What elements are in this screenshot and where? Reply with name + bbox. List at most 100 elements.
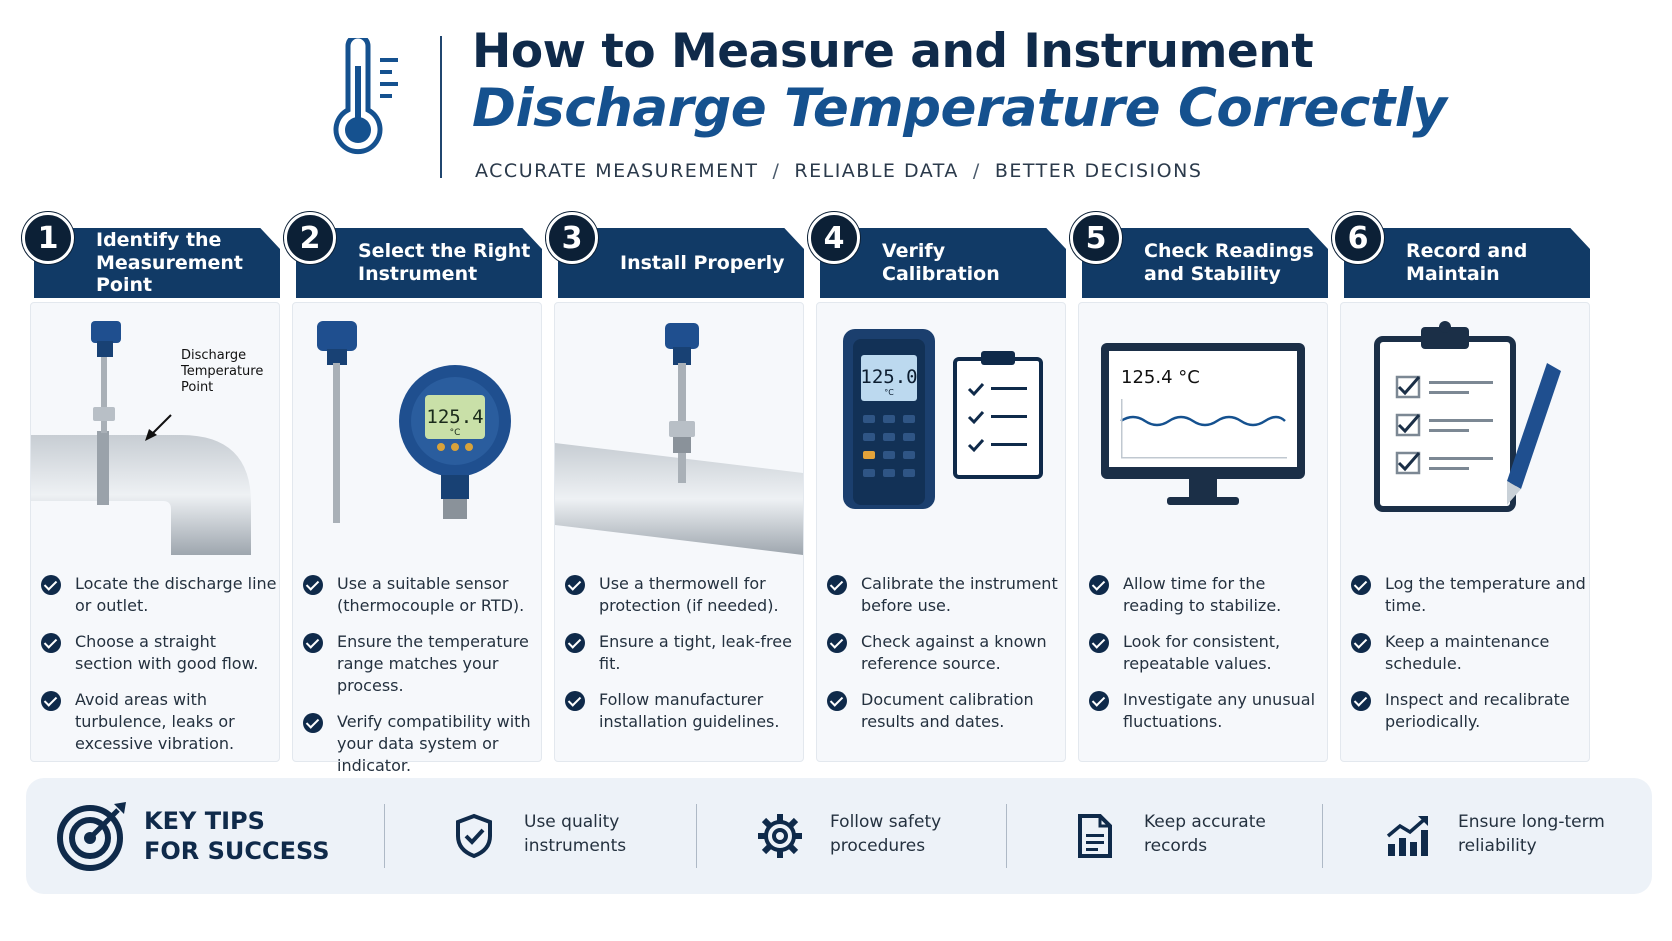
step-bullets: Use a suitable sensor (thermocouple or R…	[303, 573, 539, 791]
shield-check-icon	[456, 813, 492, 859]
tagline-item: ACCURATE MEASUREMENT	[475, 160, 759, 182]
callout-label: Discharge	[181, 348, 246, 363]
list-item: Keep a maintenance schedule.	[1351, 631, 1587, 675]
step-card-body: Use a thermowell for protection (if need…	[554, 302, 804, 762]
page-title-line2: Discharge Temperature Correctly	[472, 78, 1447, 139]
list-item: Log the temperature and time.	[1351, 573, 1587, 617]
check-icon	[303, 633, 323, 653]
tip-divider	[696, 804, 697, 868]
check-icon	[827, 691, 847, 711]
instrument-illustration: 125.4 °C	[317, 321, 511, 523]
step-title: Identify the Measurement Point	[96, 228, 243, 297]
step-header-tab	[1344, 228, 1590, 298]
step-card-4: 125.0 °C Calibrate the instrument before…	[808, 212, 1066, 762]
step-header-tab	[1082, 228, 1328, 298]
tip-divider	[1006, 804, 1007, 868]
step-number-badge: 4	[808, 212, 860, 264]
tagline-item: RELIABLE DATA	[794, 160, 959, 182]
step-card-3: Use a thermowell for protection (if need…	[546, 212, 804, 762]
step-card-2: 125.4 °C Use a suitable sensor (thermoco…	[284, 212, 542, 775]
check-icon	[565, 691, 585, 711]
document-icon	[1078, 814, 1112, 858]
page-title-line1: How to Measure and Instrument	[472, 24, 1314, 79]
list-item: Use a suitable sensor (thermocouple or R…	[303, 573, 539, 617]
steps-row: Discharge Temperature Point Locate the d…	[22, 212, 1654, 775]
step-bullets: Log the temperature and time. Keep a mai…	[1351, 573, 1587, 747]
list-item: Choose a straight section with good flow…	[41, 631, 277, 675]
tagline-item: BETTER DECISIONS	[994, 160, 1203, 182]
tip-divider	[1322, 804, 1323, 868]
list-item: Ensure a tight, leak-free fit.	[565, 631, 801, 675]
step-title: Check Readings and Stability	[1144, 240, 1314, 285]
step-header-tab	[558, 228, 804, 298]
step-header-tab	[296, 228, 542, 298]
list-item: Follow manufacturer installation guideli…	[565, 689, 801, 733]
key-tips-title: KEY TIPS FOR SUCCESS	[144, 807, 330, 865]
step-bullets: Locate the discharge line or outlet. Cho…	[41, 573, 277, 769]
step-number-badge: 1	[22, 212, 74, 264]
list-item: Use a thermowell for protection (if need…	[565, 573, 801, 617]
tagline: ACCURATE MEASUREMENT / RELIABLE DATA / BETTE…	[475, 160, 1202, 182]
step-bullets: Calibrate the instrument before use. Che…	[827, 573, 1063, 747]
check-icon	[41, 575, 61, 595]
calibrator-display-unit: °C	[884, 388, 894, 397]
step-number-badge: 6	[1332, 212, 1384, 264]
check-icon	[1089, 691, 1109, 711]
check-icon	[565, 633, 585, 653]
check-icon	[1089, 633, 1109, 653]
check-icon	[827, 575, 847, 595]
list-item: Verify compatibility with your data syst…	[303, 711, 539, 777]
check-icon	[1351, 575, 1371, 595]
list-item: Calibrate the instrument before use.	[827, 573, 1063, 617]
step-title: Record and Maintain	[1406, 240, 1528, 285]
step-bullets: Allow time for the reading to stabilize.…	[1089, 573, 1325, 747]
thermometer-icon	[333, 38, 398, 155]
target-icon	[57, 802, 126, 871]
step-header-tab	[820, 228, 1066, 298]
check-icon	[303, 713, 323, 733]
list-item: Locate the discharge line or outlet.	[41, 573, 277, 617]
growth-chart-icon	[1386, 816, 1428, 856]
step-card-body: Discharge Temperature Point Locate the d…	[30, 302, 280, 762]
list-item: Document calibration results and dates.	[827, 689, 1063, 733]
tagline-separator: /	[772, 160, 781, 182]
list-item: Inspect and recalibrate periodically.	[1351, 689, 1587, 733]
step-number-badge: 3	[546, 212, 598, 264]
step-card-body: 125.4 °C Use a suitable sensor (thermoco…	[292, 302, 542, 775]
monitor-illustration: 125.4 °C	[1101, 343, 1305, 505]
check-icon	[1351, 691, 1371, 711]
instrument-display-unit: °C	[450, 428, 461, 438]
check-icon	[303, 575, 323, 595]
tip-divider	[384, 804, 385, 868]
step-number-badge: 5	[1070, 212, 1122, 264]
calibrator-illustration: 125.0 °C	[843, 329, 1043, 509]
key-tips-bar: KEY TIPS FOR SUCCESS Use quality instrum…	[26, 778, 1652, 894]
step-header-tab	[34, 228, 280, 298]
check-icon	[41, 633, 61, 653]
list-item: Avoid areas with turbulence, leaks or ex…	[41, 689, 277, 755]
step-card-1: Discharge Temperature Point Locate the d…	[22, 212, 280, 762]
calibrator-display-value: 125.0	[860, 366, 917, 388]
instrument-display-value: 125.4	[426, 406, 483, 428]
step-card-body: 125.0 °C Calibrate the instrument before…	[816, 302, 1066, 762]
step-card-body: Log the temperature and time. Keep a mai…	[1340, 302, 1590, 762]
check-icon	[1351, 633, 1371, 653]
header-divider	[440, 36, 442, 178]
list-item: Investigate any unusual fluctuations.	[1089, 689, 1325, 733]
tagline-separator: /	[972, 160, 981, 182]
step-title: Verify Calibration	[882, 240, 1000, 285]
step-card-5: 125.4 °C Allow time for the reading to s…	[1070, 212, 1328, 762]
step-title: Select the Right Instrument	[358, 240, 531, 285]
callout-label: Point	[181, 380, 213, 395]
callout-label: Temperature	[180, 364, 263, 379]
list-item: Allow time for the reading to stabilize.	[1089, 573, 1325, 617]
gear-icon	[758, 814, 802, 858]
check-icon	[565, 575, 585, 595]
list-item: Look for consistent, repeatable values.	[1089, 631, 1325, 675]
pipe-sensor-illustration: Discharge Temperature Point	[31, 321, 263, 555]
step-card-6: Log the temperature and time. Keep a mai…	[1332, 212, 1590, 762]
monitor-reading: 125.4 °C	[1121, 367, 1200, 388]
step-bullets: Use a thermowell for protection (if need…	[565, 573, 801, 747]
clipboard-pen-illustration	[1374, 321, 1561, 512]
list-item: Ensure the temperature range matches you…	[303, 631, 539, 697]
